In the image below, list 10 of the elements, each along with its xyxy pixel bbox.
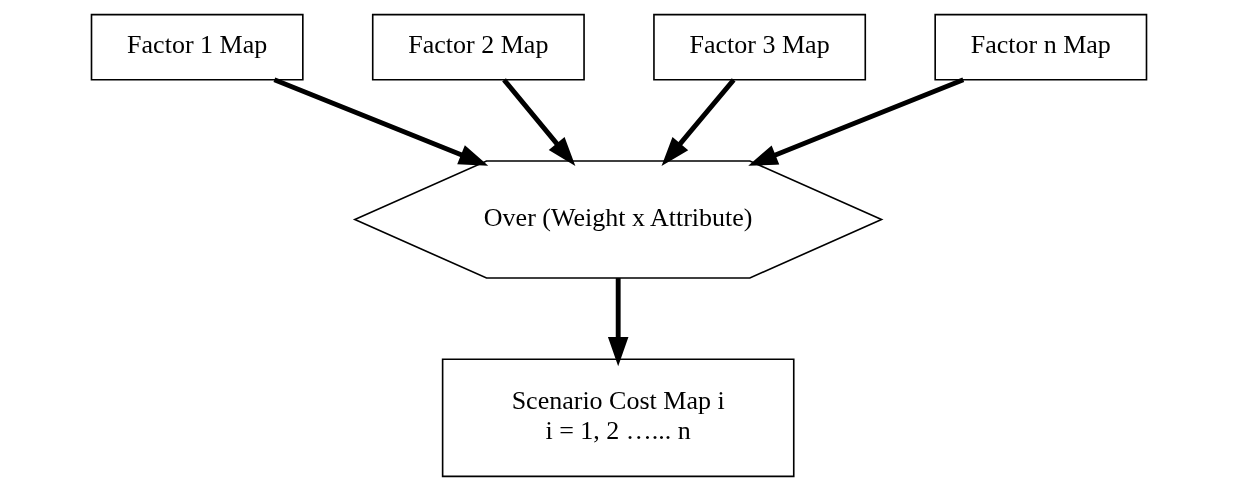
arrow: [501, 78, 575, 167]
node-box: Factor 3 Map: [652, 13, 866, 81]
node-box: Factor n Map: [933, 13, 1147, 81]
arrow: [607, 278, 628, 367]
node-box: Factor 1 Map: [90, 13, 304, 81]
node-box: Factor 2 Map: [371, 13, 585, 81]
arrow: [661, 78, 736, 167]
node-box: Scenario Cost Map i i = 1, 2 …... n: [441, 358, 795, 478]
arrow: [747, 77, 964, 166]
arrow: [272, 77, 488, 166]
